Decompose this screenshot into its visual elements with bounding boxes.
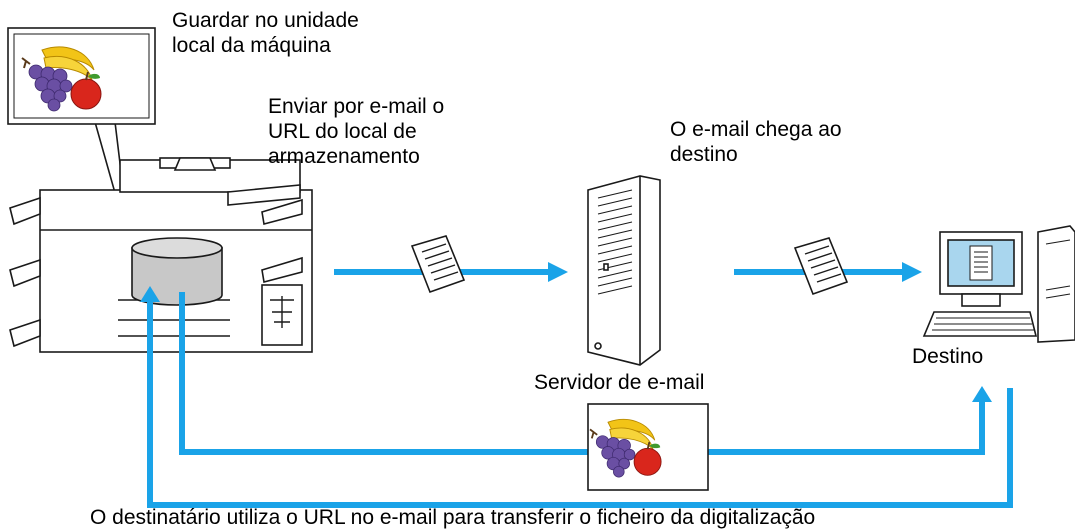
arrow-head-pc [972,386,992,402]
label-destination: Destino [912,345,984,368]
callout-fruit-image [7,27,156,247]
label-save-local: Guardar no unidade local da máquina [172,9,359,57]
arrow-image-to-pc [179,292,985,455]
mail-server-icon [587,175,661,366]
mfp-printer-icon [9,157,313,353]
arrow-pc-to-printer [147,300,1013,508]
arrow-head-printer [140,286,160,302]
label-email-server: Servidor de e-mail [534,371,705,394]
destination-pc-icon [922,225,1075,343]
label-email-arrives: O e-mail chega ao destino [670,118,842,166]
email-document-icon-2 [794,237,848,295]
email-document-icon [411,235,465,293]
local-drive-icon [131,237,223,306]
label-send-email: Enviar por e-mail o URL do local de arma… [268,95,445,168]
label-recipient-note: O destinatário utiliza o URL no e-mail p… [90,506,816,529]
fruit-image-icon [587,403,709,491]
